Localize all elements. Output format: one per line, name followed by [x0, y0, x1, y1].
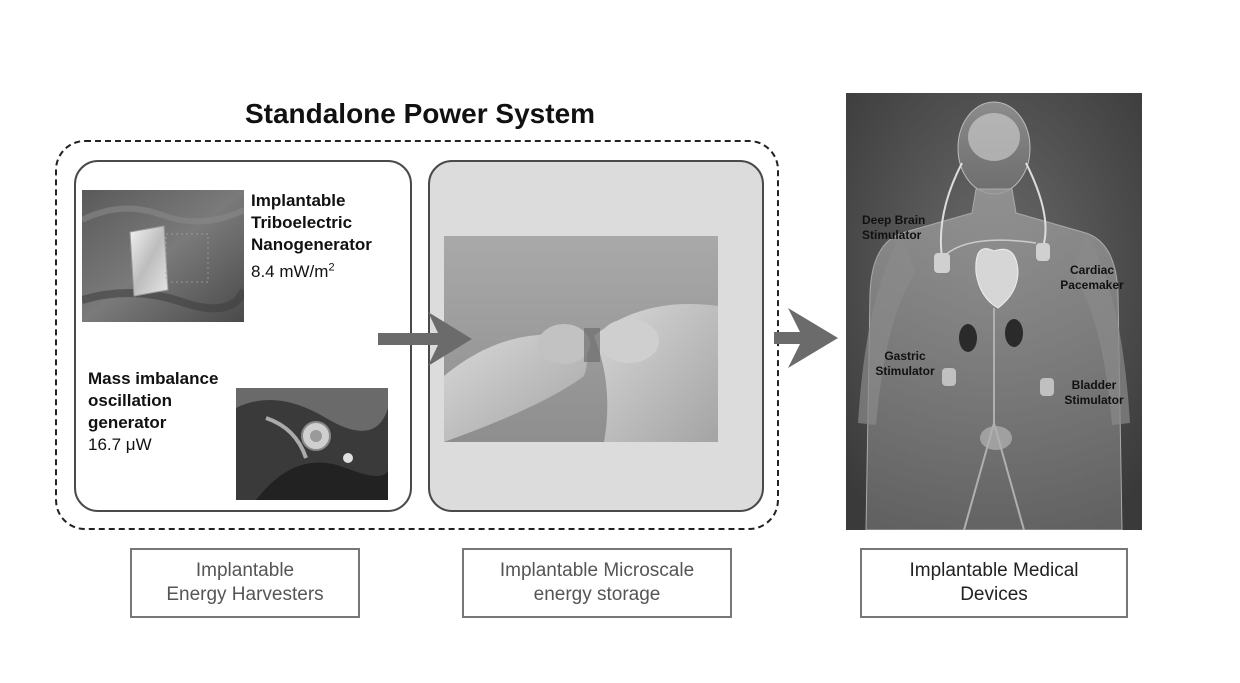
mass-name-line-2: oscillation [88, 390, 258, 412]
caption-line: Energy Harvesters [166, 583, 323, 607]
mass-imbalance-generator-photo [236, 388, 388, 500]
cardiac-pacemaker-label: Cardiac Pacemaker [1052, 263, 1132, 293]
caption-line: Devices [910, 583, 1079, 607]
caption-line: Implantable Microscale [500, 559, 694, 583]
medical-devices-caption: Implantable Medical Devices [860, 548, 1128, 618]
teng-label: Implantable Triboelectric Nanogenerator … [251, 190, 411, 283]
teng-power-value: 8.4 mW/m [251, 262, 328, 281]
triboelectric-nanogenerator-photo [82, 190, 244, 322]
bladder-stimulator-label: Bladder Stimulator [1046, 378, 1142, 408]
arrow-right-icon [774, 308, 840, 368]
teng-power-density: 8.4 mW/m2 [251, 262, 335, 281]
diagram-title: Standalone Power System [150, 98, 690, 130]
brain-label-line-1: Deep Brain [862, 213, 952, 228]
energy-storage-caption: Implantable Microscale energy storage [462, 548, 732, 618]
bladder-label-line-1: Bladder [1046, 378, 1142, 393]
teng-power-sup: 2 [328, 261, 334, 273]
caption-line: Implantable [166, 559, 323, 583]
gastric-stimulator-label: Gastric Stimulator [860, 349, 950, 379]
bladder-label-line-2: Stimulator [1046, 393, 1142, 408]
energy-harvesters-caption: Implantable Energy Harvesters [130, 548, 360, 618]
human-body-devices-image [846, 93, 1142, 530]
gastric-label-line-2: Stimulator [860, 364, 950, 379]
caption-line: Implantable Medical [910, 559, 1079, 583]
mass-generator-label: Mass imbalance oscillation generator 16.… [88, 368, 258, 456]
caption-line: energy storage [500, 583, 694, 607]
arrow-right-icon [378, 312, 478, 366]
cardiac-label-line-2: Pacemaker [1052, 278, 1132, 293]
teng-name-line-3: Nanogenerator [251, 234, 411, 256]
microscale-energy-storage-photo [444, 236, 718, 442]
brain-label-line-2: Stimulator [862, 228, 952, 243]
mass-name-line-3: generator [88, 412, 258, 434]
gastric-label-line-1: Gastric [860, 349, 950, 364]
teng-name-line-1: Implantable [251, 190, 411, 212]
cardiac-label-line-1: Cardiac [1052, 263, 1132, 278]
mass-power-value: 16.7 μW [88, 435, 152, 454]
teng-name-line-2: Triboelectric [251, 212, 411, 234]
mass-name-line-1: Mass imbalance [88, 368, 258, 390]
deep-brain-stimulator-label: Deep Brain Stimulator [862, 213, 952, 243]
